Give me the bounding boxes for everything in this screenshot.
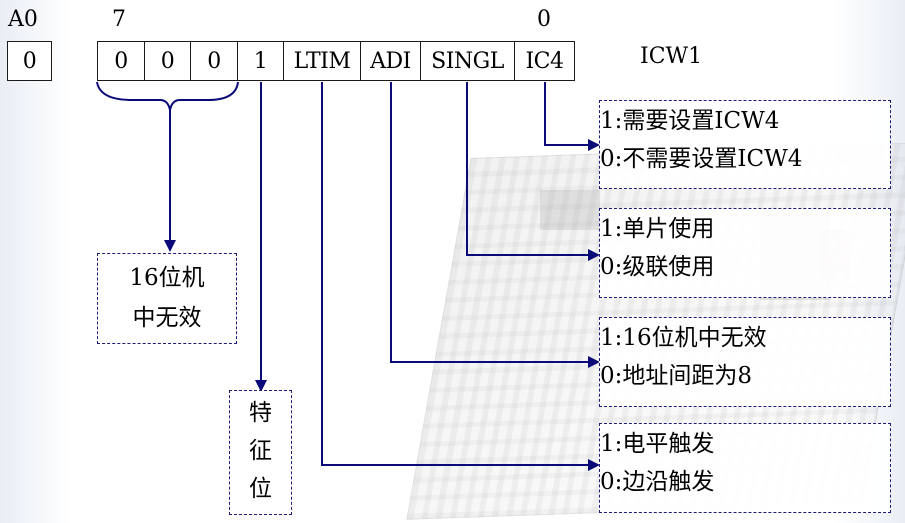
feature-bit-note-line: 征: [249, 438, 272, 464]
ic4-note: 1:需要设置ICW4 0:不需要设置ICW4: [599, 100, 891, 189]
feature-bit-note-line: 特: [249, 400, 272, 426]
arrow-ltim: [321, 82, 600, 471]
bit0-label: 0: [537, 7, 551, 32]
arrow-singl: [466, 82, 600, 261]
bit-cell-d6: 0: [145, 41, 191, 81]
ic4-note-line-0: 0:不需要设置ICW4: [600, 146, 803, 172]
high-bits-note: 16位机 中无效: [97, 253, 237, 344]
bit-cell-adi: ADI: [361, 41, 421, 81]
singl-note: 1:单片使用 0:级联使用: [599, 208, 891, 298]
adi-note-line-1: 1:16位机中无效: [600, 325, 767, 351]
feature-bit-note: 特 征 位: [229, 390, 292, 515]
high-bits-note-line: 中无效: [132, 305, 202, 331]
feature-bit-note-line: 位: [249, 476, 272, 502]
bit-cell-ltim: LTIM: [284, 41, 361, 81]
ltim-note: 1:电平触发 0:边沿触发: [599, 423, 891, 513]
singl-note-line-1: 1:单片使用: [600, 216, 715, 242]
ic4-note-line-1: 1:需要设置ICW4: [600, 108, 780, 134]
arrow-adi: [390, 82, 600, 368]
a0-cell: 0: [7, 41, 52, 81]
arrow-ic4: [544, 82, 600, 151]
a0-label: A0: [8, 7, 38, 32]
adi-note-line-0: 0:地址间距为8: [600, 363, 753, 389]
ltim-note-line-1: 1:电平触发: [600, 431, 715, 457]
bit-cell-d5: 0: [191, 41, 238, 81]
brace-high-bits: [96, 81, 239, 111]
bit-cell-d4: 1: [238, 41, 284, 81]
register-name: ICW1: [640, 44, 703, 69]
bit-cell-d7: 0: [97, 41, 145, 81]
singl-note-line-0: 0:级联使用: [600, 254, 715, 280]
ltim-note-line-0: 0:边沿触发: [600, 469, 715, 495]
high-bits-note-line: 16位机: [129, 265, 205, 291]
adi-note: 1:16位机中无效 0:地址间距为8: [599, 317, 891, 407]
background-chip: [540, 190, 600, 230]
bit-cell-singl: SINGL: [421, 41, 515, 81]
bit-cell-ic4: IC4: [515, 41, 575, 81]
bit7-label: 7: [112, 7, 126, 32]
